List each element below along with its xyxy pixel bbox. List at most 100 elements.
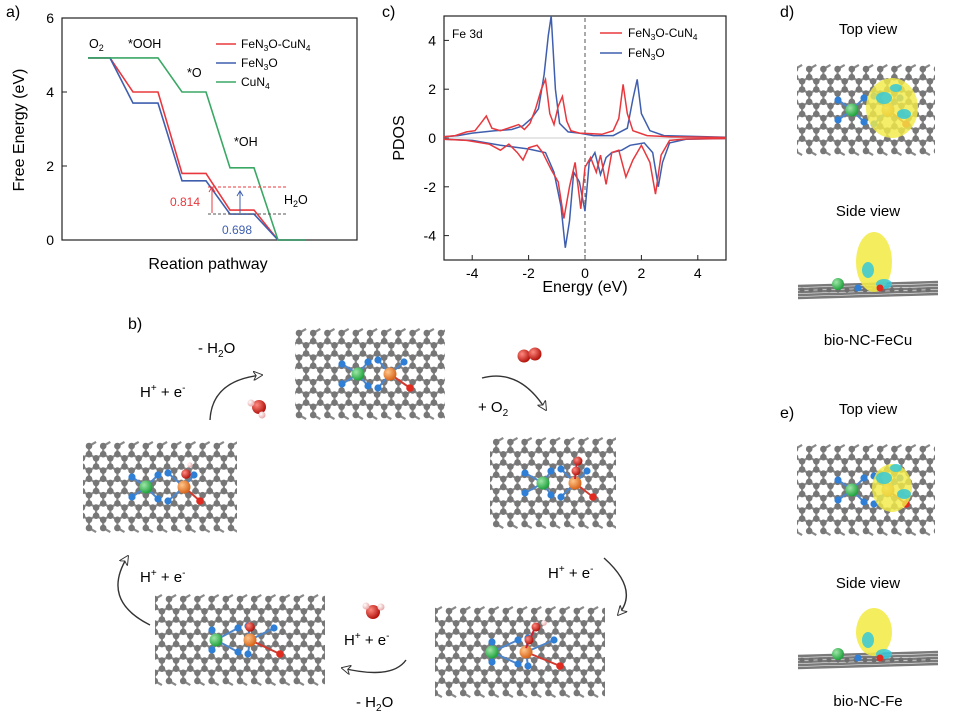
- copper-atom: [845, 483, 859, 497]
- carbon-atom: [621, 472, 628, 479]
- carbon-atom: [452, 354, 459, 361]
- carbon-atom: [114, 516, 121, 524]
- carbon-atom: [208, 653, 215, 660]
- ring-oxygen-atom: [556, 662, 564, 670]
- carbon-atom: [542, 451, 550, 458]
- carbon-atom: [179, 644, 187, 652]
- carbon-atom: [309, 337, 317, 345]
- carbon-atom: [827, 490, 834, 498]
- arrow-left: [117, 556, 151, 626]
- panel-c-inset-label: Fe 3d: [452, 27, 483, 41]
- carbon-atom: [321, 677, 325, 685]
- carbon-atom: [437, 411, 445, 419]
- nitrogen-atom: [860, 94, 868, 102]
- carbon-atom: [855, 507, 863, 514]
- carbon-atom: [763, 495, 770, 502]
- carbon-atom: [215, 657, 222, 664]
- carbon-atom: [57, 500, 64, 507]
- carbon-atom: [535, 446, 543, 454]
- carbon-atom: [185, 500, 192, 507]
- carbon-atom: [256, 476, 263, 483]
- carbon-atom: [416, 350, 424, 357]
- carbon-atom: [507, 496, 514, 503]
- carbon-atom: [85, 500, 93, 507]
- carbon-atom: [99, 467, 107, 474]
- carbon-atom: [409, 354, 416, 361]
- carbon-atom: [170, 500, 178, 507]
- carbon-atom: [813, 482, 820, 490]
- carbon-atom: [514, 483, 521, 491]
- carbon-atom: [267, 354, 274, 361]
- carbon-atom: [466, 338, 473, 345]
- carbon-atom: [222, 677, 230, 685]
- carbon-atom: [919, 65, 927, 73]
- carbon-atom: [941, 458, 948, 465]
- panel-a-legend: FeN3O-CuN4 FeN3O CuN4: [216, 37, 311, 91]
- carbon-atom: [919, 90, 927, 97]
- carbon-atom: [556, 451, 564, 458]
- carbon-atom: [841, 466, 848, 473]
- carbon-atom: [573, 632, 581, 639]
- carbon-atom: [213, 450, 221, 458]
- x-tick-label: -2: [522, 265, 535, 281]
- carbon-atom: [83, 455, 86, 462]
- carbon-atom: [329, 608, 336, 615]
- carbon-atom: [430, 342, 438, 349]
- carbon-atom: [635, 513, 642, 520]
- carbon-atom: [445, 632, 453, 639]
- carbon-atom: [635, 463, 642, 470]
- carbon-atom: [523, 677, 531, 684]
- carbon-atom: [492, 446, 500, 454]
- nitrogen-atom: [834, 96, 842, 104]
- carbon-atom: [194, 644, 201, 652]
- carbon-atom: [962, 528, 969, 535]
- carbon-atom: [490, 475, 493, 483]
- carbon-atom: [834, 527, 841, 535]
- carbon-atom: [876, 147, 884, 155]
- carbon-atom: [763, 90, 770, 97]
- carbon-atom: [578, 520, 585, 528]
- carbon-atom: [656, 508, 663, 515]
- carbon-atom: [250, 653, 258, 660]
- side-density-yellow: [856, 608, 892, 656]
- carbon-atom: [234, 479, 237, 487]
- carbon-atom: [450, 463, 457, 470]
- carbon-atom: [359, 350, 367, 357]
- carbon-atom: [336, 620, 343, 627]
- carbon-atom: [855, 458, 863, 465]
- carbon-atom: [201, 640, 208, 648]
- carbon-atom: [83, 463, 86, 470]
- carbon-atom: [258, 608, 265, 615]
- side-oxygen-atom: [876, 654, 884, 662]
- carbon-atom: [805, 123, 813, 130]
- carbon-atom: [135, 463, 142, 470]
- carbon-atom: [459, 367, 466, 374]
- carbon-atom: [402, 366, 409, 374]
- carbon-atom: [628, 500, 635, 507]
- carbon-atom: [445, 665, 453, 672]
- nitrogen-atom: [128, 473, 136, 481]
- carbon-atom: [85, 467, 93, 474]
- slab-o2-adsorbed: [450, 436, 663, 530]
- carbon-atom: [199, 516, 206, 524]
- carbon-atom: [185, 516, 192, 524]
- carbon-atom: [820, 453, 827, 461]
- red-gap-value: 0.814: [170, 195, 200, 209]
- carbon-atom: [545, 689, 552, 697]
- carbon-atom: [227, 524, 235, 532]
- carbon-atom: [309, 403, 317, 411]
- step-label-o: *O: [187, 66, 202, 80]
- carbon-atom: [437, 337, 445, 345]
- carbon-atom: [542, 500, 550, 507]
- carbon-atom: [848, 114, 856, 122]
- carbon-atom: [329, 641, 336, 648]
- carbon-atom: [500, 500, 507, 507]
- carbon-atom: [962, 140, 969, 147]
- carbon-atom: [535, 463, 543, 470]
- carbon-atom: [227, 500, 235, 507]
- carbon-atom: [516, 681, 524, 689]
- side-layer: [797, 659, 939, 667]
- carbon-atom: [465, 488, 472, 495]
- carbon-atom: [206, 487, 213, 495]
- carbon-atom: [215, 608, 222, 615]
